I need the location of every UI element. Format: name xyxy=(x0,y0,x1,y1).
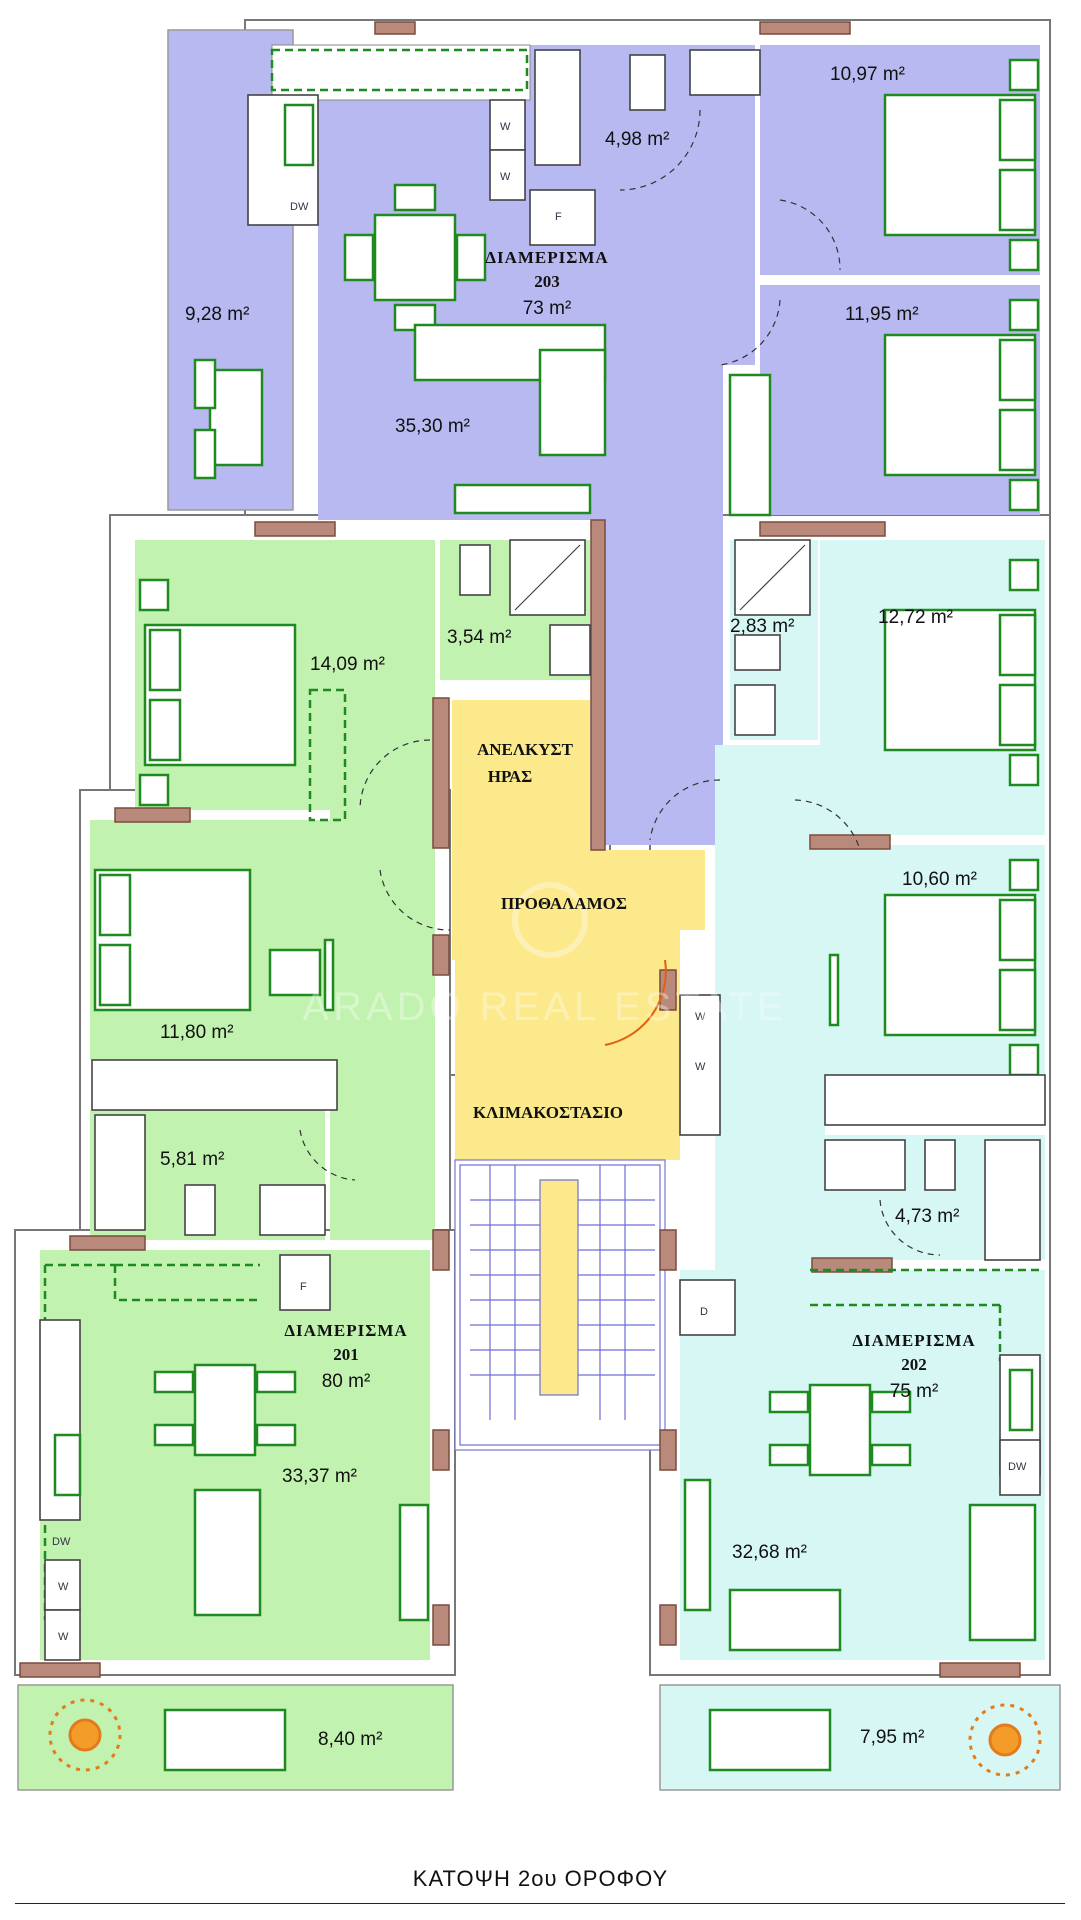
apt203-number: 203 xyxy=(534,272,560,291)
lobby-zone xyxy=(452,700,705,1160)
washer-label-203-a: W xyxy=(500,121,511,133)
washer-label-202-a: W xyxy=(695,1011,706,1023)
watermark: ARADO REAL ESTATE xyxy=(302,882,787,1029)
elevator-label-line2: ΗΡΑΣ xyxy=(488,767,533,786)
area-bed202-top: 12,72 m² xyxy=(878,607,953,628)
hall-201 xyxy=(330,680,435,1240)
furniture-baths-center xyxy=(459,539,811,736)
area-bath202: 4,73 m² xyxy=(895,1206,959,1227)
fridge-label-203: F xyxy=(555,211,562,223)
area-bed202-mid: 10,60 m² xyxy=(902,869,977,890)
common-labels: ΑΝΕΛΚΥΣΤ ΗΡΑΣ ΠΡΟΘΑΛΑΜΟΣ ΚΛΙΜΑΚΟΣΤΑΣΙΟ xyxy=(473,740,627,1122)
hall-203 xyxy=(665,185,755,365)
area-bed203-bottom: 11,95 m² xyxy=(845,304,919,325)
area-bed201-top: 14,09 m² xyxy=(310,654,385,675)
area-bed203-top: 10,97 m² xyxy=(830,64,905,85)
area-bath-center: 3,54 m² xyxy=(447,627,511,648)
appliance-labels: DW W W F F DW W W W W D DW xyxy=(52,121,1027,1643)
furniture-203 xyxy=(193,48,1040,517)
caption-underline xyxy=(15,1903,1065,1904)
stairwell-label: ΚΛΙΜΑΚΟΣΤΑΣΙΟ xyxy=(473,1103,623,1122)
area-living202: 32,68 m² xyxy=(732,1542,807,1563)
washer-label-201-a: W xyxy=(58,1581,69,1593)
apt203-area: 73 m² xyxy=(523,298,572,319)
apt201-number: 201 xyxy=(333,1345,359,1364)
watermark-text: ARADO REAL ESTATE xyxy=(302,985,787,1029)
kitchen-203 xyxy=(271,44,531,101)
apt201-area: 80 m² xyxy=(322,1371,371,1392)
door-swings xyxy=(299,109,941,1256)
apt202-number: 202 xyxy=(901,1355,927,1374)
hall-202 xyxy=(715,745,825,1285)
area-balcony201: 8,40 m² xyxy=(318,1729,382,1750)
area-living201: 33,37 m² xyxy=(282,1466,357,1487)
washer-label-202-b: W xyxy=(695,1061,706,1073)
washer-label-203-b: W xyxy=(500,171,511,183)
area-bath203: 4,98 m² xyxy=(605,129,669,150)
furniture-202 xyxy=(679,558,1046,1772)
apt202-area: 75 m² xyxy=(890,1381,939,1402)
apt202-name: ΔΙΑΜΕΡΙΣΜΑ xyxy=(852,1331,975,1350)
apartment-titles: ΔΙΑΜΕΡΙΣΜΑ 203 73 m² ΔΙΑΜΕΡΙΣΜΑ 201 80 m… xyxy=(284,248,975,1402)
dishwasher-label-201: DW xyxy=(52,1536,71,1548)
dishwasher-label-203: DW xyxy=(290,201,309,213)
furniture-201 xyxy=(39,578,430,1772)
area-bed201-mid: 11,80 m² xyxy=(160,1022,234,1043)
plan-caption: ΚΑΤΟΨΗ 2ου ΟΡΟΦΟΥ xyxy=(412,1866,669,1891)
corridor-203 xyxy=(605,365,723,845)
area-balcony202: 7,95 m² xyxy=(860,1727,924,1748)
apt203-name: ΔΙΑΜΕΡΙΣΜΑ xyxy=(485,248,608,267)
area-living203: 35,30 m² xyxy=(395,416,470,437)
room-labels: 10,97 m² 4,98 m² 11,95 m² 9,28 m² 35,30 … xyxy=(160,64,977,1750)
lobby-label: ΠΡΟΘΑΛΑΜΟΣ xyxy=(501,894,627,913)
dryer-label-202: D xyxy=(700,1306,708,1318)
washer-label-201-b: W xyxy=(58,1631,69,1643)
window-sills xyxy=(19,21,1021,1678)
planters xyxy=(48,1698,1042,1777)
area-balcony203: 9,28 m² xyxy=(185,304,249,325)
staircase xyxy=(459,1164,661,1446)
fridge-label-201: F xyxy=(300,1281,307,1293)
dishwasher-label-202: DW xyxy=(1008,1461,1027,1473)
apt201-name: ΔΙΑΜΕΡΙΣΜΑ xyxy=(284,1321,407,1340)
area-bath-right: 2,83 m² xyxy=(730,616,794,637)
apartment-203-zones xyxy=(167,29,1040,845)
elevator-label-line1: ΑΝΕΛΚΥΣΤ xyxy=(477,740,574,759)
area-bath201: 5,81 m² xyxy=(160,1149,224,1170)
